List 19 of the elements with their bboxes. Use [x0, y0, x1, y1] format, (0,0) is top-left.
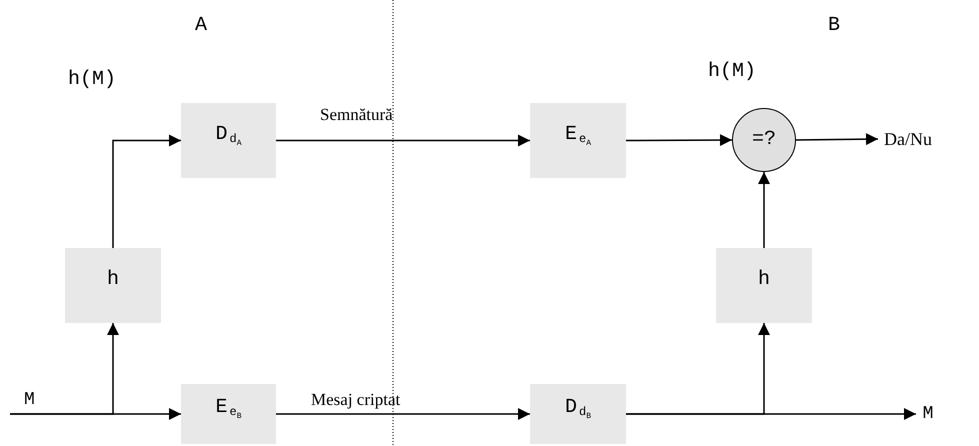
process-box: h — [65, 248, 161, 323]
arrow — [10, 323, 119, 415]
arrow — [626, 323, 770, 415]
party-label: A — [195, 16, 208, 36]
arrow — [112, 134, 181, 248]
edge-label: Semnătură — [320, 106, 393, 123]
arrow — [796, 133, 878, 146]
party-label: B — [828, 16, 840, 36]
output-text: M — [916, 403, 940, 425]
edge-label: M — [24, 391, 35, 409]
hash-label: h(M) — [708, 62, 756, 82]
output-text: Da/Nu — [878, 128, 938, 150]
edge-label: Mesaj criptat — [311, 391, 400, 408]
arrow — [276, 408, 530, 420]
arrow — [276, 134, 530, 146]
arrow — [758, 172, 770, 248]
arrow — [626, 134, 732, 146]
process-box: h — [716, 248, 812, 323]
hash-label: h(M) — [68, 70, 116, 90]
